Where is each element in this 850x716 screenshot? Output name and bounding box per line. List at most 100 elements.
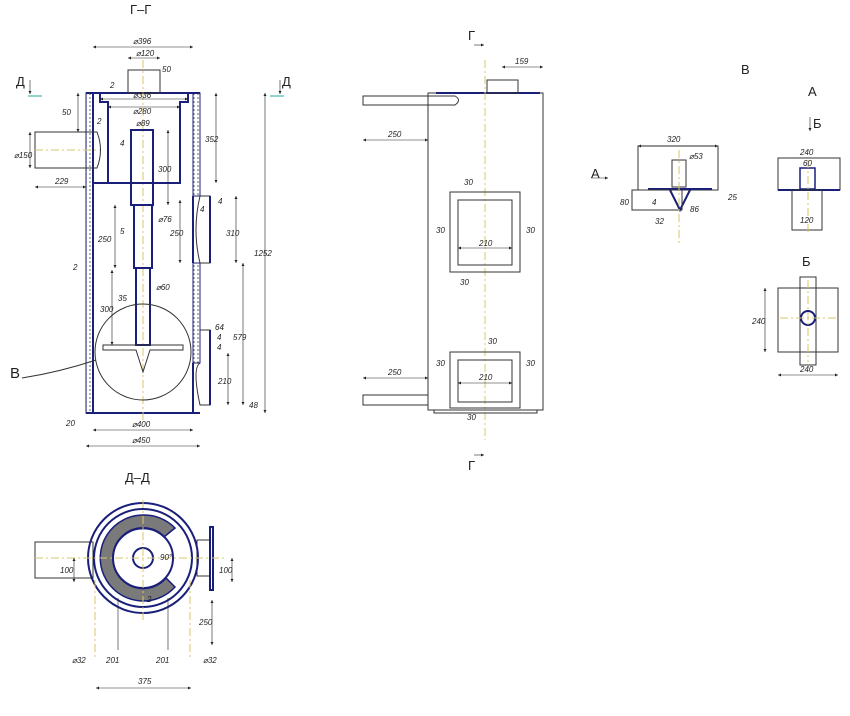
dim-375: 375 — [138, 677, 152, 686]
inlet-pipe — [34, 131, 101, 169]
dim-579: 579 — [233, 333, 247, 342]
dim-229: 229 — [54, 177, 69, 186]
lower-window-inner — [457, 359, 513, 403]
dim-w1-30-left: 30 — [436, 226, 445, 235]
dim-4-lower-b: 4 — [217, 343, 222, 352]
dim-5: 5 — [120, 227, 125, 236]
dim-320: 320 — [667, 135, 681, 144]
outlet-pipe-front — [362, 394, 429, 406]
front-view: Г Г 159 250 250 30 30 30 210 30 30 30 30… — [362, 28, 544, 473]
dim-210: 210 — [217, 377, 232, 386]
dim-w2-30-left: 30 — [436, 359, 445, 368]
dim-w2-30-top: 30 — [488, 337, 497, 346]
dim-240: 240 — [799, 148, 814, 157]
dim-1252: 1252 — [254, 249, 272, 258]
detail-v-callout: В — [10, 365, 20, 382]
section-gg-title: Г–Г — [130, 2, 151, 17]
dim-d400: ⌀400 — [132, 420, 151, 429]
dim-48: 48 — [249, 401, 258, 410]
dim-d396: ⌀396 — [133, 37, 152, 46]
dim-60: 60 — [803, 159, 812, 168]
right-insulated-wall-lower — [192, 262, 201, 364]
dim-d76: ⌀76 — [158, 215, 172, 224]
dim-25: 25 — [727, 193, 737, 202]
cut-mark-g-top: Г — [468, 28, 475, 43]
dim-250: 250 — [198, 618, 213, 627]
cut-mark-b: Б — [813, 116, 822, 131]
section-dd-title: Д–Д — [125, 470, 150, 485]
dim-80: 80 — [620, 198, 629, 207]
top-nozzle — [127, 69, 161, 94]
section-gg-view: Г–Г Д Д В — [10, 2, 291, 448]
left-insulated-wall — [85, 92, 94, 414]
dim-w1-30-top: 30 — [464, 178, 473, 187]
lower-window-outer — [449, 351, 521, 409]
dim-90-deg: 90° — [160, 553, 173, 562]
dim-4-pipe: 4 — [120, 139, 125, 148]
detail-v-circle — [94, 303, 192, 401]
cut-mark-d-left: Д — [16, 74, 25, 89]
dim-240-vertical: 240 — [751, 317, 766, 326]
dim-d89: ⌀89 — [136, 119, 150, 128]
upper-window-outer — [449, 191, 521, 273]
dim-250-bottom: 250 — [387, 368, 402, 377]
dim-w2-30-bottom: 30 — [467, 413, 476, 422]
dim-d336: ⌀336 — [133, 91, 152, 100]
dim-4-lower-a: 4 — [217, 333, 222, 342]
dim-86: 86 — [690, 205, 699, 214]
dim-32: 32 — [655, 217, 664, 226]
central-pipe-89 — [130, 129, 154, 206]
dim-300-upper: 300 — [158, 165, 172, 174]
view-b-title: Б — [802, 254, 811, 269]
dim-w1-30-right: 30 — [526, 226, 535, 235]
dim-50-inlet: 50 — [62, 108, 71, 117]
dim-240-horizontal: 240 — [799, 365, 814, 374]
dim-d32-left: ⌀32 — [72, 656, 86, 665]
dim-64: 64 — [215, 323, 224, 332]
view-a-arrow-label: А — [591, 166, 600, 181]
view-b: Б 240 240 — [751, 254, 839, 377]
inlet-pipe-front — [362, 95, 459, 106]
dim-201-left: 201 — [105, 656, 119, 665]
cut-mark-d-right: Д — [282, 74, 291, 89]
dim-100-right: 100 — [219, 566, 233, 575]
dim-w1-30-bottom: 30 — [460, 278, 469, 287]
detail-v: В А 320 ⌀53 80 4 86 25 32 — [591, 62, 750, 245]
dim-201-right: 201 — [155, 656, 169, 665]
dim-2: 2 — [146, 595, 152, 604]
dim-d450: ⌀450 — [132, 436, 151, 445]
top-nozzle-front — [486, 79, 519, 94]
dim-20: 20 — [65, 419, 75, 428]
dim-d280: ⌀280 — [133, 107, 152, 116]
distribution-plate — [102, 344, 184, 374]
dim-35: 35 — [118, 294, 127, 303]
dim-100-left: 100 — [60, 566, 74, 575]
dim-250-right: 250 — [169, 229, 184, 238]
dim-d150: ⌀150 — [14, 151, 33, 160]
dim-4-outlet-b: 4 — [200, 205, 205, 214]
dim-159: 159 — [515, 57, 529, 66]
dim-w1-210: 210 — [478, 239, 493, 248]
dim-4-outlet-a: 4 — [218, 197, 223, 206]
dim-d60: ⌀60 — [156, 283, 170, 292]
dim-d32-right: ⌀32 — [203, 656, 217, 665]
dim-w2-30-right: 30 — [526, 359, 535, 368]
dim-4: 4 — [652, 198, 657, 207]
right-insulated-wall-upper — [192, 92, 201, 197]
dim-d53: ⌀53 — [689, 152, 703, 161]
upper-outlet — [195, 195, 211, 264]
dim-2-wall: 2 — [72, 263, 78, 272]
view-a: А Б 240 60 120 — [777, 84, 841, 232]
dim-250-top: 250 — [387, 130, 402, 139]
base-plate — [433, 409, 538, 414]
dim-310: 310 — [226, 229, 240, 238]
inlet-pipe-plan — [34, 541, 94, 579]
dim-300-lower: 300 — [100, 305, 114, 314]
upper-window-inner — [457, 199, 513, 266]
lower-outlet — [195, 329, 211, 406]
dim-w2-210: 210 — [478, 373, 493, 382]
dim-250-left: 250 — [97, 235, 112, 244]
detail-v-title: В — [741, 62, 750, 77]
dim-120: 120 — [800, 216, 814, 225]
